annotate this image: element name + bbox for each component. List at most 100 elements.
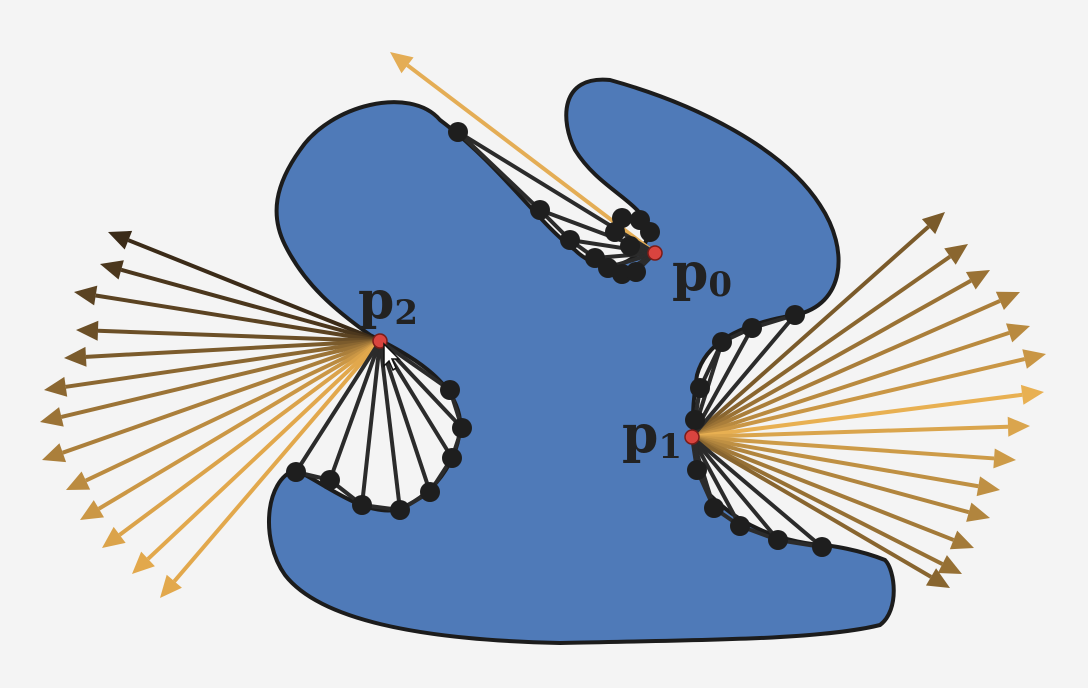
ray-p2-3-shaft [97,328,381,343]
marker-p1-9 [812,537,832,557]
segment-p2-0 [378,339,452,392]
ray-p2-4-shaft [85,339,381,359]
segment-p2-3 [378,340,432,493]
ray-p1-13-head [925,568,950,588]
ray-p1-2 [691,270,990,439]
ray-p1-6-shaft [691,392,1023,439]
marker-p0-1 [530,200,550,220]
segment-p1-0 [690,313,797,439]
cursor-icon [383,342,401,372]
marker-p2-6 [320,470,340,490]
marker-p0-cluster-3 [605,222,625,242]
ray-p2-2-head [74,285,98,306]
marker-p1-5 [687,460,707,480]
ray-p1-2-shaft [691,279,972,439]
marker-p0-cluster-4 [620,236,640,256]
shape-region [267,77,896,645]
ray-p1-1-head [944,244,968,265]
segment-p0-2 [569,238,656,255]
ray-p2-4-head [64,346,87,367]
ray-p2-11-head [132,551,155,574]
ray-p2-9-head [80,500,105,520]
segment-p1-9 [690,435,824,549]
segment-p0-3 [594,251,656,260]
ray-p2-10-shaft [118,339,382,537]
marker-p1-8 [768,530,788,550]
marker-p2-7 [286,462,306,482]
marker-p1-7 [730,516,750,536]
label-p0: p0 [672,242,732,305]
ray-p2-4 [64,339,381,367]
segment-p2-7 [294,339,382,474]
ray-p2-5-shaft [65,339,381,389]
ray-p1-1-shaft [690,254,952,439]
ray-p2-9-shaft [97,339,382,511]
ray-p2-8-shaft [85,339,381,483]
marker-p0-cluster-2 [640,222,660,242]
ray-p1-10 [691,435,990,522]
ray-p1-11 [691,435,974,550]
ray-p2-2 [74,285,381,343]
marker-p2-3 [420,482,440,502]
ray-p1-13-shaft [690,435,933,579]
segment-p1-8 [690,435,780,542]
ray-p0-head [390,52,414,74]
ray-p2-5-head [44,376,68,397]
ray-p2-8-head [66,471,91,490]
ray-p2-0 [108,230,381,343]
ray-p2-8 [66,339,381,490]
segment-p1-7 [690,436,742,527]
ray-p2-6-shaft [60,339,381,419]
marker-p0-2 [560,230,580,250]
ray-p2-1 [100,260,381,343]
boundary-markers [286,122,832,557]
label-p2: p2 [358,270,418,333]
ray-p1-10-head [966,502,990,522]
ray-p2-3 [76,320,381,343]
marker-p1-3 [690,378,710,398]
ray-p1-5-head [1022,349,1046,369]
ray-p1-0-shaft [690,225,930,439]
ray-p1-8-shaft [691,435,995,461]
ray-p2-11 [132,339,382,574]
segment-p2-5 [360,340,382,506]
ray-p1-9-shaft [691,435,979,489]
ray-p1-7-shaft [691,424,1009,439]
marker-p0-6 [626,262,646,282]
ray-p1-7 [691,416,1030,439]
ray-p1-7-head [1007,416,1030,437]
ray-p2-10-head [102,526,126,548]
marker-p2-2 [442,448,462,468]
ray-p2-5 [44,339,381,397]
ray-p1-2-head [965,270,990,290]
ray-p1-1 [690,244,968,439]
ray-p1-9 [691,435,1000,497]
ray-p1-4-head [1005,323,1030,343]
marker-p2-4 [390,500,410,520]
marker-p1-2 [712,332,732,352]
ray-p2-7-head [42,443,67,463]
marker-p1-6 [704,498,724,518]
marker-p2-1 [452,418,472,438]
ray-p1-8-head [993,448,1016,469]
marker-p2-0 [440,380,460,400]
marker-p2-5 [352,495,372,515]
ray-p2-1-head [100,260,124,280]
ray-p2-11-shaft [146,339,382,561]
ray-p1-11-head [949,530,974,550]
ray-p1-10-shaft [691,435,970,515]
segment-p2-4 [378,340,402,511]
ray-p1-3-shaft [691,299,1001,439]
ray-p2-6-head [40,407,64,427]
ray-p1-0-head [921,212,945,235]
segment-p2-6 [328,340,382,481]
ray-p2-2-shaft [95,293,381,343]
ray-p1-6-head [1020,384,1044,405]
ray-p1-4-shaft [691,330,1010,439]
ray-p1-5 [691,349,1046,439]
ray-p2-1-shaft [120,267,381,343]
marker-p1-1 [742,318,762,338]
ray-p2-12 [160,339,382,598]
ray-p1-12 [691,435,962,574]
ray-p2-3-head [76,320,99,341]
